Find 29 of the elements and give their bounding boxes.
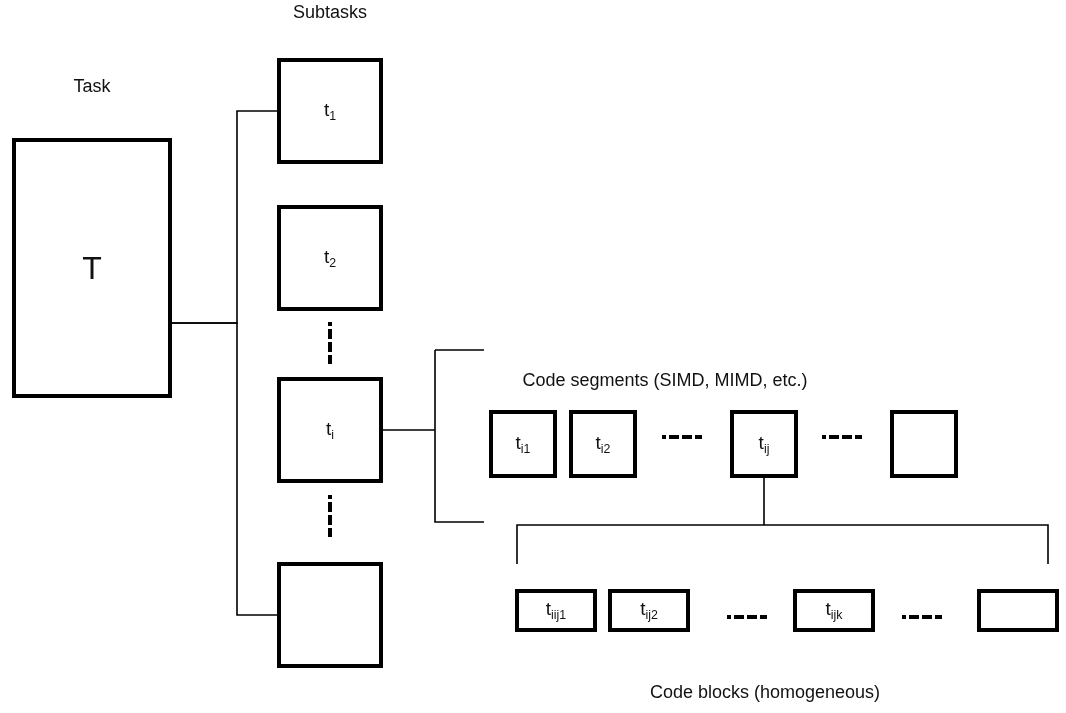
box-heading: Task	[73, 76, 111, 97]
box-label: t$_{i}$	[326, 417, 334, 443]
box-label: t$_{1}$	[323, 98, 337, 124]
box-label: T	[82, 249, 102, 287]
task-box	[569, 410, 637, 478]
task-box	[608, 589, 690, 632]
task-box	[515, 589, 597, 632]
empty-box	[977, 589, 1059, 632]
tree-connector	[171, 322, 278, 616]
task-box	[277, 205, 383, 311]
task-box	[277, 58, 383, 164]
box-label: t$_{2}$	[323, 245, 337, 271]
box-label: t$_{i2}$	[595, 431, 611, 457]
box-label: t$_{ij2}$	[640, 598, 658, 623]
section-label: Code segments (SIMD, MIMD, etc.)	[522, 370, 808, 391]
task-box	[793, 589, 875, 632]
box-label: t$_{iij1}$	[545, 598, 567, 623]
bracket-connector	[516, 477, 1049, 565]
bracket-connector	[382, 349, 485, 523]
empty-box	[890, 410, 958, 478]
section-label: Subtasks	[293, 2, 367, 23]
empty-box	[277, 562, 383, 668]
section-label: Code blocks (homogeneous)	[649, 682, 881, 703]
task-box	[730, 410, 798, 478]
box-label: t$_{ij}$	[758, 431, 770, 457]
box-label: t$_{i1}$	[515, 431, 531, 457]
box-label: t$_{ijk}$	[825, 598, 843, 623]
task-box	[277, 377, 383, 483]
task-box	[489, 410, 557, 478]
